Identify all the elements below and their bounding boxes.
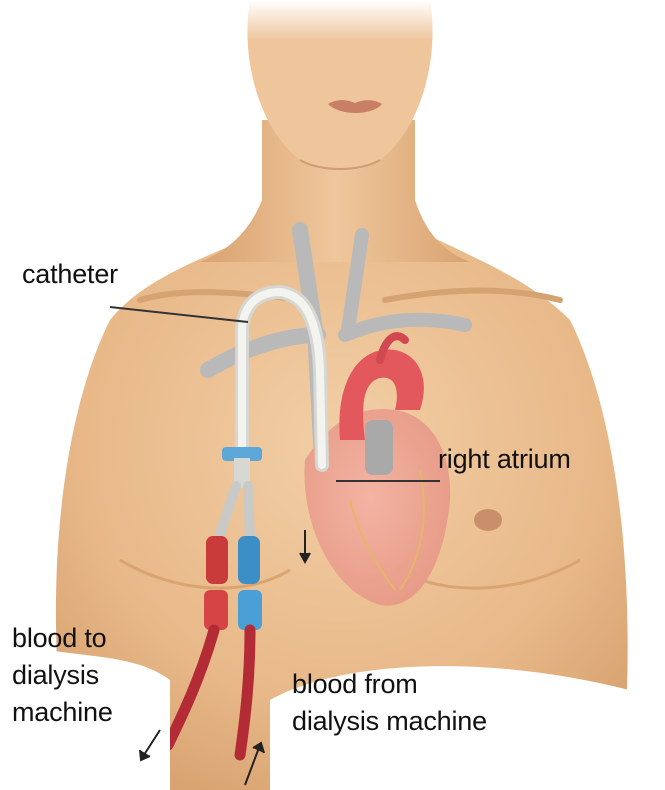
label-catheter-text: catheter [22,256,118,293]
label-catheter: catheter [22,256,118,293]
label-blood-to-line-3: machine [12,694,113,731]
label-blood-to-dialysis-machine: blood to dialysis machine [12,620,113,731]
label-blood-to-line-1: blood to [12,620,113,657]
label-right-atrium-text: right atrium [438,441,571,478]
label-blood-from-line-1: blood from [292,666,487,703]
label-right-atrium: right atrium [438,441,571,478]
label-blood-from-line-2: dialysis machine [292,703,487,740]
label-blood-to-line-2: dialysis [12,657,113,694]
nipple [474,509,502,531]
label-blood-from-dialysis-machine: blood from dialysis machine [292,666,487,740]
